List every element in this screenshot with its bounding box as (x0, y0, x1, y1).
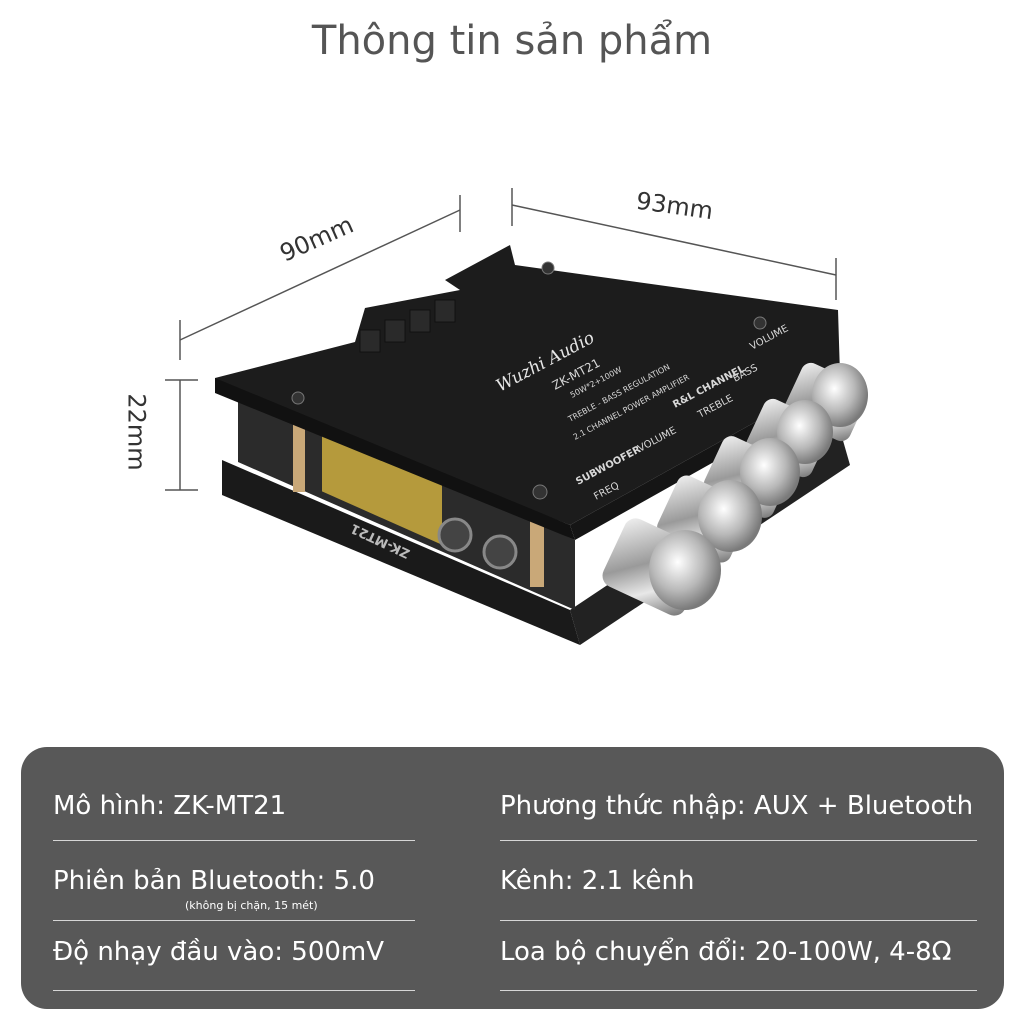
board-top (215, 245, 840, 525)
divider (500, 840, 977, 841)
spec-speaker: Loa bộ chuyển đổi: 20-100W, 4-8Ω (500, 937, 952, 967)
divider (53, 990, 415, 991)
dimension-height: 22mm (122, 393, 151, 471)
spec-channel: Kênh: 2.1 kênh (500, 866, 695, 896)
divider (500, 920, 977, 921)
dimension-lines (165, 188, 837, 491)
divider (53, 840, 415, 841)
spec-bt-version: Phiên bản Bluetooth: 5.0 (53, 866, 375, 896)
knobs (602, 362, 869, 616)
page-title: Thông tin sản phẩm (311, 18, 713, 64)
spec-bt-note: (không bị chặn, 15 mét) (185, 899, 318, 912)
spec-input: Phương thức nhập: AUX + Bluetooth (500, 791, 974, 821)
spec-model: Mô hình: ZK-MT21 (53, 791, 287, 821)
divider (500, 990, 977, 991)
pcb-bottom (222, 460, 580, 645)
spec-panel: Mô hình: ZK-MT21 Phương thức nhập: AUX +… (21, 747, 1004, 1009)
product-illustration: Wuzhi Audio ZK-MT21 50W*2+100W TREBLE - … (165, 188, 869, 645)
knob-freq (602, 518, 721, 616)
spec-sensitivity: Độ nhạy đầu vào: 500mV (53, 937, 385, 967)
divider (53, 920, 415, 921)
